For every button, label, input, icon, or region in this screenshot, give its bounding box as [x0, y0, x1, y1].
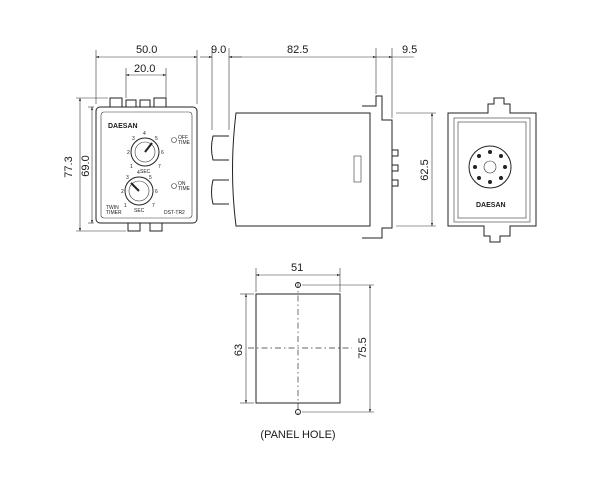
- dim-hole-75: 75.5: [357, 337, 369, 358]
- mount-hole-bottom-icon: [295, 409, 301, 415]
- front-brand: DAESAN: [108, 123, 138, 130]
- panel-hole-rect: [255, 293, 341, 404]
- dial2-scale-5: 5: [149, 175, 152, 181]
- dial2-scale-3: 3: [126, 175, 129, 181]
- bottom-clips: [127, 223, 163, 232]
- back-frame: [447, 97, 537, 243]
- mount-hole-top-icon: [295, 282, 301, 288]
- dim-height-77: 77.3: [63, 156, 75, 177]
- side-socket: [362, 95, 393, 239]
- off-time-dial[interactable]: [130, 137, 160, 167]
- dim-side-9-5: 9.5: [402, 44, 417, 56]
- side-body: [232, 112, 371, 227]
- dial2-scale-7: 7: [152, 203, 155, 209]
- side-knob-upper: [211, 135, 229, 161]
- dim-side-82: 82.5: [287, 44, 308, 56]
- panel-hole-view: 51 63 75.5 (PANEL HOLE): [233, 262, 374, 441]
- off-time-led-icon: [171, 137, 177, 143]
- dial2-scale-6: 6: [155, 189, 158, 195]
- dial-scale-6: 6: [161, 150, 164, 156]
- side-view: 9.0 82.5 9.5 62.5: [200, 44, 436, 239]
- back-panel: [453, 117, 531, 223]
- dial-scale-1: 1: [130, 164, 133, 170]
- dim-width-50: 50.0: [136, 44, 157, 56]
- on-sec-label: SEC: [134, 208, 145, 214]
- off-sec-label: SEC: [140, 169, 151, 175]
- dim-hole-51: 51: [291, 262, 303, 274]
- panel-hole-caption: (PANEL HOLE): [260, 429, 335, 441]
- dial2-scale-4: 4: [137, 170, 140, 176]
- octal-socket-icon: [468, 145, 512, 189]
- model-label: DST-TR2: [164, 210, 185, 216]
- socket-pins: [473, 150, 507, 184]
- dial-scale-7: 7: [158, 164, 161, 170]
- back-brand: DAESAN: [476, 202, 506, 209]
- dial2-scale-1: 1: [124, 203, 127, 209]
- front-body: [95, 106, 198, 224]
- on-time-dial[interactable]: [124, 176, 154, 206]
- side-pins: [392, 149, 399, 187]
- back-panel-inner: [457, 121, 527, 219]
- dim-height-69: 69.0: [80, 155, 92, 176]
- front-panel: [100, 111, 193, 219]
- dial-scale-5: 5: [155, 136, 158, 142]
- on-time-led-icon: [171, 183, 177, 189]
- top-clips: [109, 97, 167, 107]
- dial-scale-4: 4: [143, 131, 146, 137]
- dim-width-20: 20.0: [134, 63, 155, 75]
- dim-hole-63: 63: [233, 344, 245, 356]
- dim-side-62: 62.5: [419, 159, 431, 180]
- dial-scale-2: 2: [127, 150, 130, 156]
- dial2-scale-2: 2: [121, 189, 124, 195]
- back-view: DAESAN: [447, 97, 537, 243]
- dial-scale-3: 3: [132, 136, 135, 142]
- side-knob-lower: [211, 179, 229, 205]
- dim-side-9: 9.0: [211, 44, 226, 56]
- side-latch: [353, 155, 362, 183]
